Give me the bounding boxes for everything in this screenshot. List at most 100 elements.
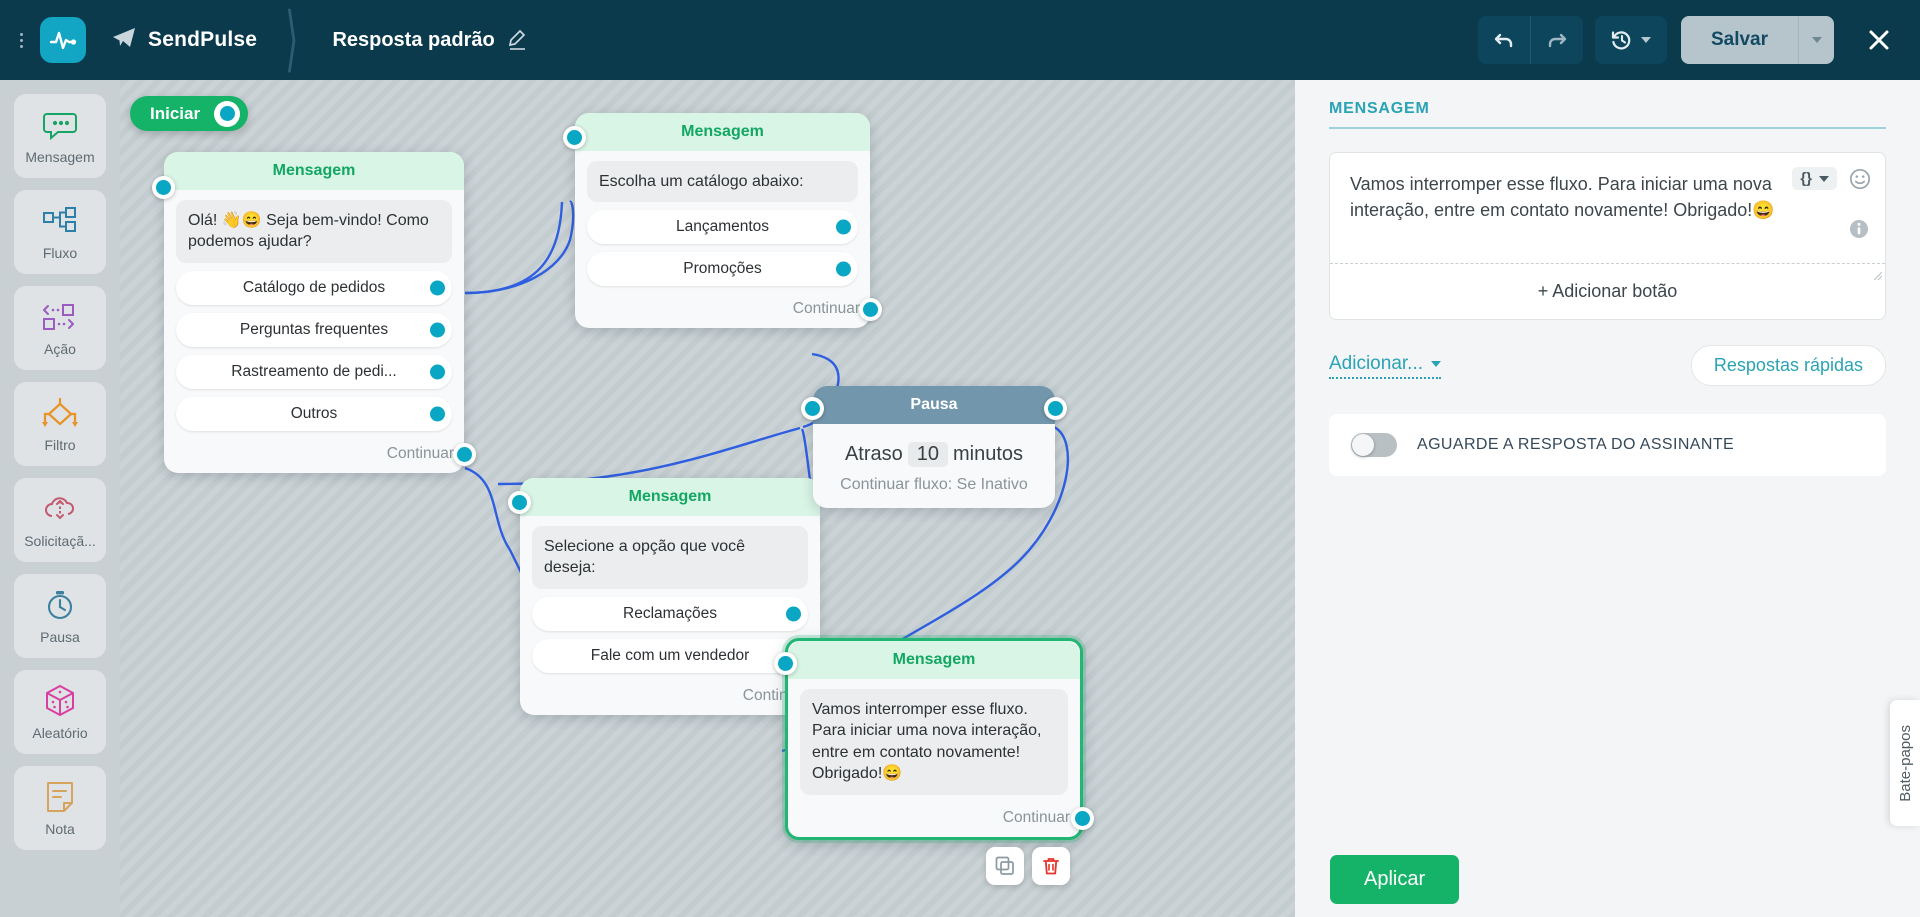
flow-tree-icon xyxy=(42,203,78,239)
add-button-row[interactable]: + Adicionar botão xyxy=(1330,263,1885,319)
sidebar-item-label: Solicitaçã... xyxy=(24,533,96,549)
save-group: Salvar xyxy=(1680,16,1834,64)
node-button-0[interactable]: Catálogo de pedidos xyxy=(176,270,452,305)
duplicate-node-button[interactable] xyxy=(986,846,1024,885)
history-button[interactable] xyxy=(1594,16,1667,64)
node-button-2[interactable]: Rastreamento de pedi... xyxy=(176,354,452,389)
node-continue-row: Continuar xyxy=(788,801,1094,837)
panel-section-title: MENSAGEM xyxy=(1329,100,1430,117)
delay-unit-label: minutos xyxy=(953,443,1024,465)
code-braces-icon: {} xyxy=(1800,170,1812,187)
node-pause[interactable]: Pausa Atraso 10 minutos Continuar fluxo:… xyxy=(801,386,1067,508)
node-button-label: Fale com um vendedor xyxy=(590,646,750,664)
breadcrumb-separator: ⟩ xyxy=(285,0,299,80)
sidebar-item-label: Fluxo xyxy=(42,245,78,261)
redo-button[interactable] xyxy=(1531,16,1583,64)
node-message-catalog[interactable]: Mensagem Escolha um catálogo abaixo: Lan… xyxy=(563,113,882,329)
editor-tools: {} xyxy=(1792,167,1871,190)
sendpulse-logo-icon[interactable] xyxy=(40,17,86,63)
chevron-down-icon xyxy=(1819,175,1829,182)
dice-icon xyxy=(44,683,76,719)
wait-response-toggle[interactable] xyxy=(1351,433,1397,457)
node-header: Mensagem xyxy=(788,641,1080,679)
output-port[interactable] xyxy=(859,298,882,322)
input-port[interactable] xyxy=(152,176,175,199)
output-port[interactable] xyxy=(430,322,445,338)
sidebar-item-filtro[interactable]: Filtro xyxy=(14,382,106,466)
output-port[interactable] xyxy=(430,280,445,296)
input-port[interactable] xyxy=(563,126,586,149)
save-button[interactable]: Salvar xyxy=(1680,16,1798,64)
undo-button[interactable] xyxy=(1478,16,1530,64)
sidebar-item-solicitacao[interactable]: Solicitaçã... xyxy=(14,478,106,562)
action-arrows-icon xyxy=(41,299,79,335)
textarea-resize-handle[interactable] xyxy=(1873,267,1883,281)
node-button-1[interactable]: Promoções xyxy=(587,252,858,287)
start-label: Iniciar xyxy=(150,103,201,123)
output-port[interactable] xyxy=(1071,806,1094,830)
sidebar-item-mensagem[interactable]: Mensagem xyxy=(14,94,106,178)
page-title: Resposta padrão xyxy=(332,28,495,51)
brand-block[interactable]: SendPulse xyxy=(112,27,257,54)
copy-icon xyxy=(995,856,1014,875)
node-message-closing[interactable]: Mensagem Vamos interromper esse fluxo. P… xyxy=(774,638,1094,885)
output-port[interactable] xyxy=(836,261,851,277)
node-button-label: Perguntas frequentes xyxy=(239,320,389,338)
message-input[interactable]: Vamos interromper esse fluxo. Para inici… xyxy=(1350,174,1775,221)
output-port[interactable] xyxy=(836,219,851,235)
delay-prefix-label: Atraso xyxy=(844,443,903,465)
sidebar-item-nota[interactable]: Nota xyxy=(14,766,106,850)
node-button-1[interactable]: Perguntas frequentes xyxy=(176,312,452,347)
output-port[interactable] xyxy=(786,606,801,622)
edit-pencil-icon[interactable] xyxy=(507,29,527,51)
flow-canvas[interactable]: Iniciar Mensagem Olá! 👋😄 Seja bem-vindo!… xyxy=(120,80,1295,917)
sidebar-item-pausa[interactable]: Pausa xyxy=(14,574,106,658)
quick-replies-button[interactable]: Respostas rápidas xyxy=(1690,345,1886,386)
node-button-3[interactable]: Outros xyxy=(176,396,452,431)
node-message-welcome[interactable]: Mensagem Olá! 👋😄 Seja bem-vindo! Como po… xyxy=(152,152,476,473)
output-port[interactable] xyxy=(453,442,476,466)
sidebar-item-label: Nota xyxy=(45,821,75,837)
emoji-button[interactable] xyxy=(1849,168,1871,190)
apply-button[interactable]: Aplicar xyxy=(1330,855,1460,904)
sidebar-item-acao[interactable]: Ação xyxy=(14,286,106,370)
close-icon xyxy=(1869,30,1889,50)
input-port[interactable] xyxy=(774,652,797,675)
input-port[interactable] xyxy=(508,491,531,514)
continue-label: Continuar xyxy=(1002,808,1070,826)
start-output-port[interactable] xyxy=(214,100,241,127)
sidebar-item-aleatorio[interactable]: Aleatório xyxy=(14,670,106,754)
cloud-request-icon xyxy=(42,491,78,527)
top-bar: SendPulse ⟩ Resposta padrão xyxy=(0,0,1920,80)
close-button[interactable] xyxy=(1852,13,1906,67)
delete-node-button[interactable] xyxy=(1032,846,1070,885)
kebab-menu-icon[interactable] xyxy=(8,32,34,48)
node-continue-row: Continuar xyxy=(575,292,882,328)
note-icon xyxy=(45,779,75,815)
toolbar-divider xyxy=(1529,16,1531,64)
info-button[interactable] xyxy=(1849,219,1869,244)
node-button-0[interactable]: Reclamações xyxy=(532,596,808,631)
node-continue-row: Continuar xyxy=(520,679,832,715)
sidebar-item-fluxo[interactable]: Fluxo xyxy=(14,190,106,274)
trash-icon xyxy=(1043,857,1059,875)
chevron-down-icon xyxy=(1811,37,1822,43)
node-header: Mensagem xyxy=(575,113,870,151)
input-port[interactable] xyxy=(801,397,824,420)
add-more-dropdown[interactable]: Adicionar... xyxy=(1329,353,1441,379)
node-action-bar xyxy=(986,846,1070,885)
node-button-1[interactable]: Fale com um vendedor xyxy=(532,638,808,673)
output-port[interactable] xyxy=(430,406,445,422)
output-port[interactable] xyxy=(430,364,445,380)
chats-tab[interactable]: Bate-papos xyxy=(1890,700,1920,826)
node-message-options[interactable]: Mensagem Selecione a opção que você dese… xyxy=(508,478,832,715)
start-node[interactable]: Iniciar xyxy=(130,96,249,131)
variable-insert-button[interactable]: {} xyxy=(1792,167,1837,190)
message-text: Olá! 👋😄 Seja bem-vindo! Como podemos aju… xyxy=(176,200,452,263)
sidebar-item-label: Ação xyxy=(44,341,76,357)
node-button-0[interactable]: Lançamentos xyxy=(587,210,858,245)
node-header: Pausa xyxy=(813,386,1055,424)
save-options-button[interactable] xyxy=(1798,16,1834,64)
delay-value[interactable]: 10 xyxy=(907,442,949,467)
output-port[interactable] xyxy=(1044,397,1067,420)
